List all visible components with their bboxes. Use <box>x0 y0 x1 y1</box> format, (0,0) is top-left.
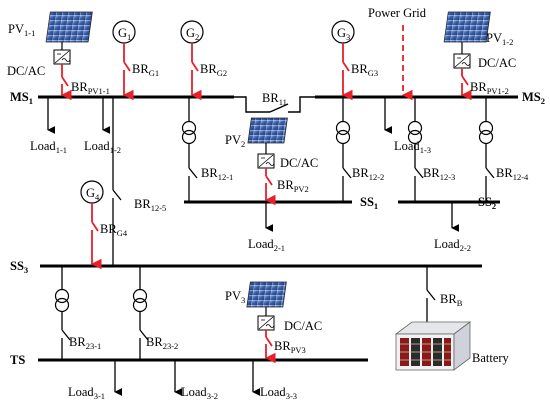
breaker-switch <box>269 103 289 113</box>
br-pv-1-1-label: BRPV1-1 <box>71 80 110 96</box>
ts-label: TS <box>10 353 25 367</box>
breaker-switch <box>188 167 198 179</box>
pv-2-converter-label: DC/AC <box>280 156 318 170</box>
br-g1-label: BRG1 <box>132 62 159 78</box>
breaker-switch <box>414 167 424 179</box>
battery-label: Battery <box>472 351 510 365</box>
br-g2-label: BRG2 <box>200 62 227 78</box>
generator-3-unit: G3 BRG3 <box>331 20 378 101</box>
solar-panel-icon <box>247 117 288 144</box>
svg-text:BR23-1: BR23-1 <box>69 335 101 351</box>
breaker-switch <box>61 329 71 341</box>
load-1-1-label: Load1-1 <box>30 139 67 155</box>
load-3-1-label: Load3-1 <box>68 385 105 401</box>
pv-3-label: PV3 <box>225 289 245 305</box>
tie-breaker-br11: BR11 <box>234 91 315 113</box>
svg-text:G1: G1 <box>118 26 131 42</box>
load-1-2-label: Load1-2 <box>84 139 121 155</box>
feeder-br23-1: BR23-1 <box>54 266 101 360</box>
ss2-label: SS2 <box>478 195 496 211</box>
load-1-3-label: Load1-3 <box>394 139 431 155</box>
svg-text:BR11: BR11 <box>262 91 287 107</box>
generator-4-unit: G4 BRG4 <box>80 180 128 270</box>
solar-panel-icon <box>45 11 93 43</box>
transformer-icon <box>54 288 70 313</box>
pv-1-2-converter-label: DC/AC <box>478 56 516 70</box>
breaker-switch <box>112 189 122 201</box>
breaker-switch <box>342 61 350 72</box>
load-2-1-label: Load2-1 <box>248 237 285 253</box>
br-pv-1-2-label: BRPV1-2 <box>470 80 509 96</box>
pv-1-1-label: PV1-1 <box>8 22 35 38</box>
svg-text:BR12-2: BR12-2 <box>352 166 384 182</box>
load-3-2-label: Load3-2 <box>181 385 218 401</box>
feeder-br12-3: BR12-3 <box>407 97 455 202</box>
transformer-icon <box>181 120 197 145</box>
transformer-icon <box>132 288 148 313</box>
svg-text:BR23-2: BR23-2 <box>146 335 178 351</box>
svg-text:G3: G3 <box>337 26 350 42</box>
transformer-icon <box>478 120 494 145</box>
feeder-br12-5: BR12-5 <box>112 97 166 266</box>
ms1-label: MS1 <box>10 90 33 106</box>
pv-1-2-unit: PV1-2 DC/AC BRPV1-2 <box>443 11 516 101</box>
svg-text:G4: G4 <box>86 186 100 202</box>
svg-text:BR12-3: BR12-3 <box>423 166 455 182</box>
transformer-icon <box>335 120 351 145</box>
generator-2-unit: G2 BRG2 <box>180 20 227 101</box>
breaker-switch <box>461 75 469 86</box>
feeder-br12-1: BR12-1 <box>181 97 233 202</box>
solar-panel-icon <box>443 11 491 43</box>
svg-text:BRB: BRB <box>440 292 463 308</box>
svg-text:BR12-1: BR12-1 <box>201 166 233 182</box>
load-2-2-label: Load2-2 <box>434 237 471 253</box>
breaker-switch <box>123 61 131 72</box>
breaker-switch <box>61 76 69 87</box>
pv-1-2-label: PV1-2 <box>486 31 513 47</box>
svg-text:BR12-5: BR12-5 <box>134 197 166 213</box>
svg-text:G2: G2 <box>186 26 199 42</box>
br-pv3-label: BRPV3 <box>274 339 306 355</box>
pv-2-label: PV2 <box>225 133 245 149</box>
br-pv2-label: BRPV2 <box>277 178 309 194</box>
svg-text:BR12-4: BR12-4 <box>496 166 529 182</box>
breaker-switch <box>265 336 273 347</box>
br-g3-label: BRG3 <box>351 62 378 78</box>
feeder-br12-2: BR12-2 <box>335 97 384 202</box>
battery-icon <box>394 321 472 371</box>
breaker-switch <box>265 175 273 186</box>
pv-1-1-converter-label: DC/AC <box>7 64 45 78</box>
ss1-label: SS1 <box>360 195 378 211</box>
feeder-br12-4: BR12-4 <box>478 97 529 202</box>
load-3-3-label: Load3-3 <box>260 385 297 401</box>
breaker-switch <box>191 61 199 72</box>
br-g4-label: BRG4 <box>100 222 128 238</box>
breaker-switch <box>139 329 149 341</box>
ss3-label: SS3 <box>10 259 28 275</box>
pv-3-unit: PV3 DC/AC BRPV3 <box>225 281 322 364</box>
power-grid-label: Power Grid <box>368 6 427 20</box>
pv-1-1-unit: PV1-1 DC/AC BRPV1-1 <box>7 11 110 101</box>
solar-panel-icon <box>246 281 287 308</box>
battery-unit: BRB Battery <box>394 266 510 371</box>
breaker-switch <box>426 289 436 301</box>
feeder-br23-2: BR23-2 <box>132 266 178 360</box>
breaker-switch <box>91 221 99 232</box>
ms2-label: MS2 <box>522 90 545 106</box>
pv-2-unit: PV2 DC/AC BRPV2 <box>225 117 318 206</box>
breaker-switch <box>342 167 352 179</box>
generator-1-unit: G1 BRG1 <box>112 20 159 101</box>
breaker-switch <box>485 167 495 179</box>
pv-3-converter-label: DC/AC <box>284 319 322 333</box>
